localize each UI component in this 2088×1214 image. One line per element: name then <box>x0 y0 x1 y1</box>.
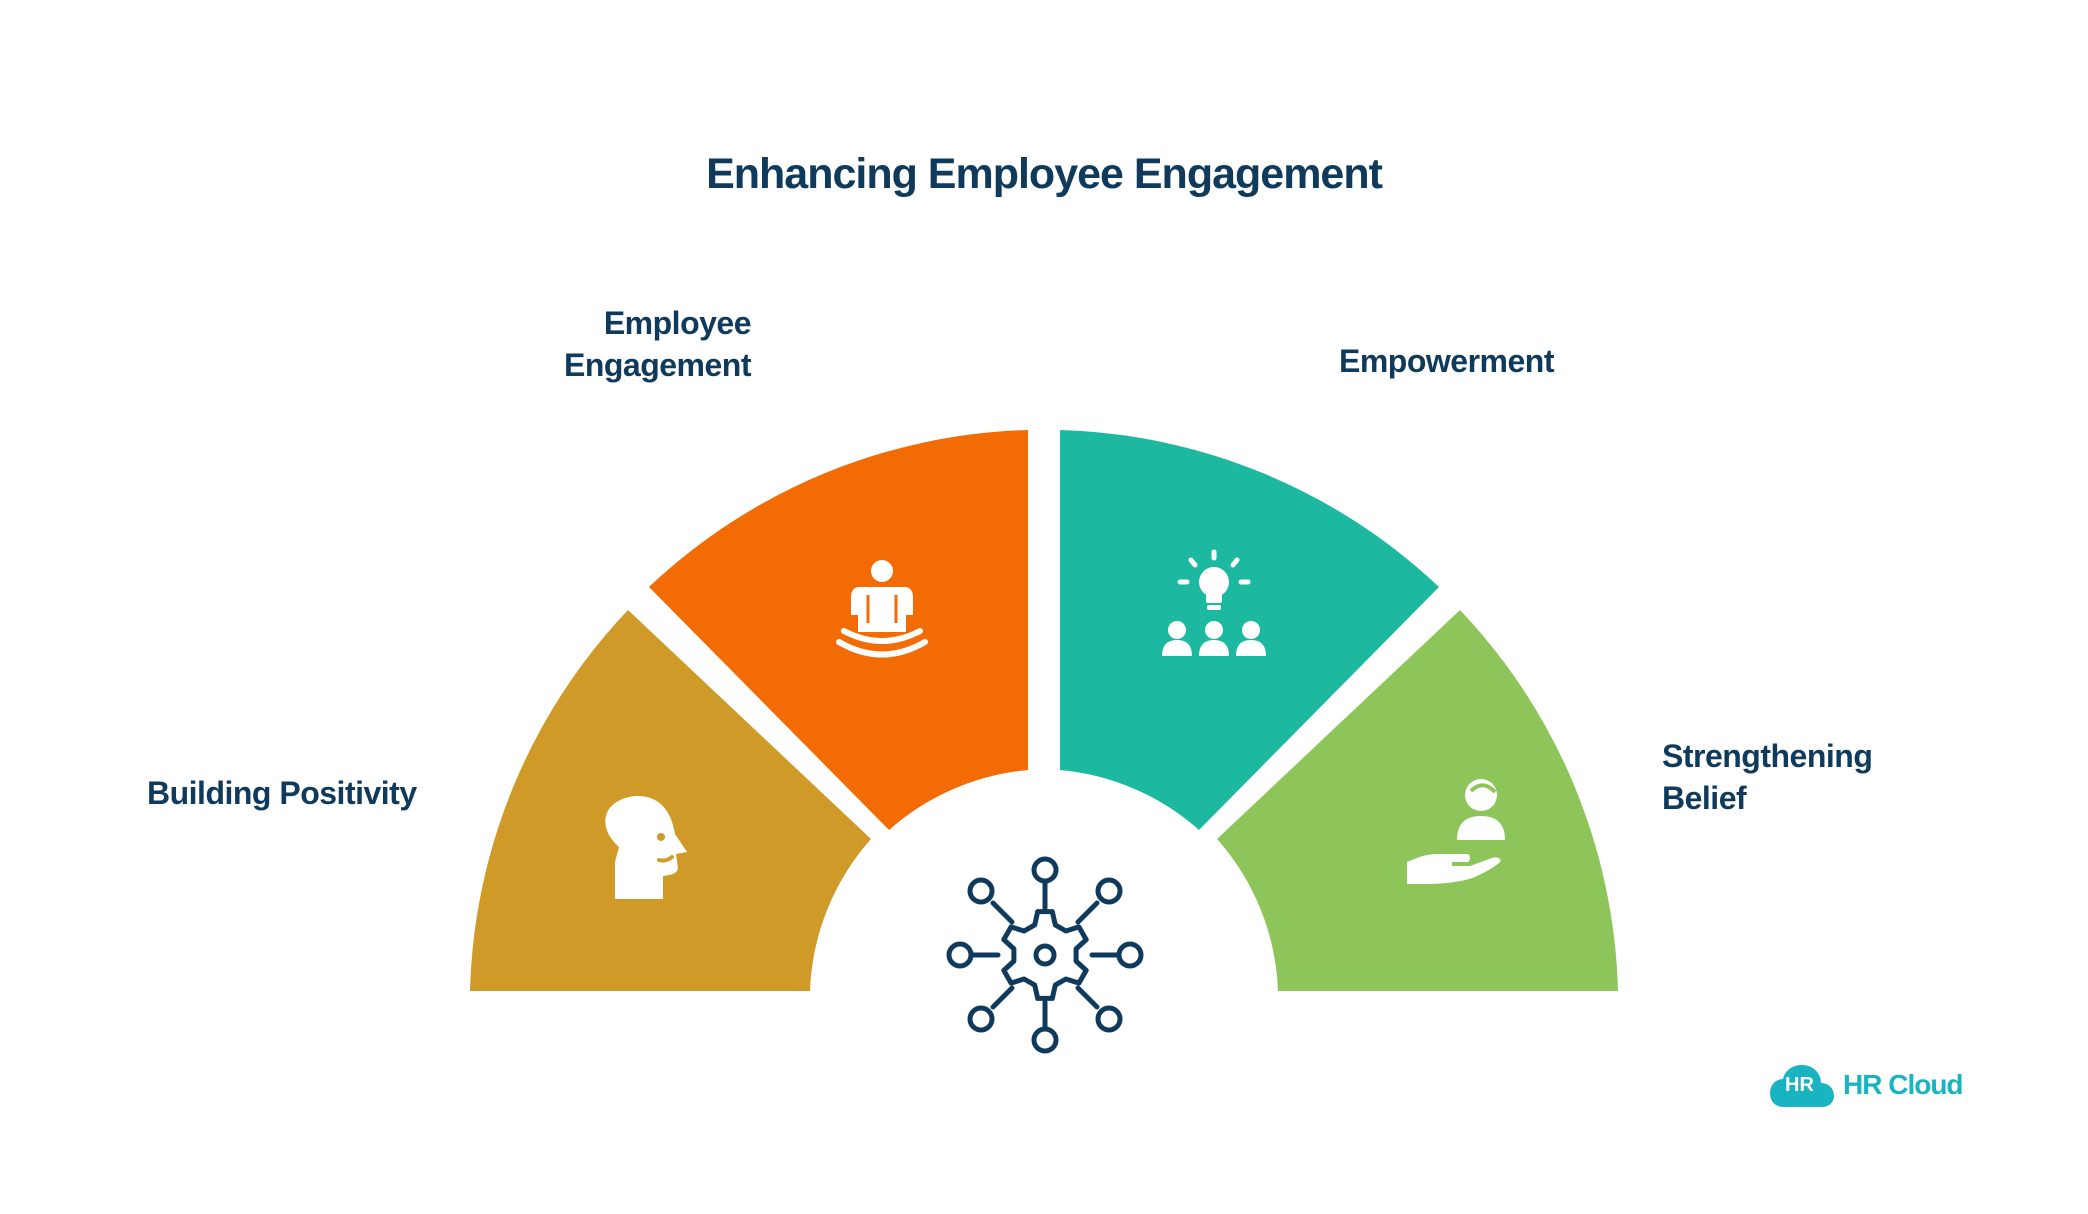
label-line: Employee <box>603 305 752 341</box>
label-strengthening-belief: Strengthening Belief <box>1662 735 1873 819</box>
label-building-positivity: Building Positivity <box>147 772 417 814</box>
page-title: Enhancing Employee Engagement <box>706 150 1383 198</box>
smiling-head-icon <box>605 795 687 899</box>
label-line: Building Positivity <box>147 775 417 811</box>
segment-building-positivity <box>470 610 871 991</box>
network-gear-icon <box>946 856 1144 1054</box>
hand-supporting-person-icon <box>1407 779 1505 884</box>
label-line: Engagement <box>563 347 752 383</box>
segment-employee-engagement <box>649 430 1028 830</box>
cloud-logo-icon <box>1770 1065 1834 1107</box>
brand-logo: HR HR Cloud <box>1770 1063 1970 1111</box>
lightbulb-team-icon <box>1162 549 1266 656</box>
label-line: Strengthening <box>1662 738 1873 774</box>
label-line: Empowerment <box>1339 343 1554 379</box>
person-meditating-icon <box>836 560 928 658</box>
brand-name: HR Cloud <box>1843 1069 1964 1100</box>
label-line: Belief <box>1662 780 1747 816</box>
label-employee-engagement: Employee Engagement <box>563 302 752 386</box>
segment-strengthening-belief <box>1217 610 1618 991</box>
label-empowerment: Empowerment <box>1339 340 1554 382</box>
brand-mark: HR <box>1785 1074 1814 1096</box>
